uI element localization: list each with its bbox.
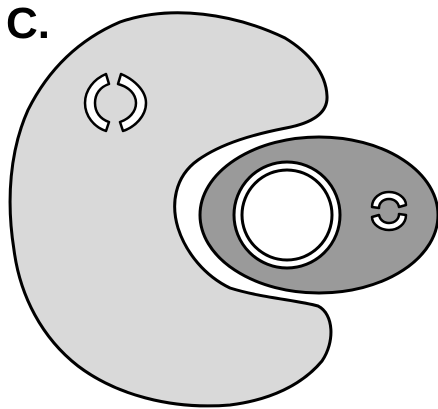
white-ring-circle	[234, 162, 340, 268]
panel-label: C.	[6, 0, 50, 50]
white-circle-inner-ring	[242, 170, 332, 260]
